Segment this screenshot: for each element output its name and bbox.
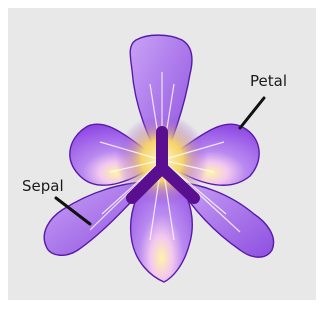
sepal-label: Sepal — [22, 177, 64, 195]
petal-label: Petal — [250, 72, 287, 90]
